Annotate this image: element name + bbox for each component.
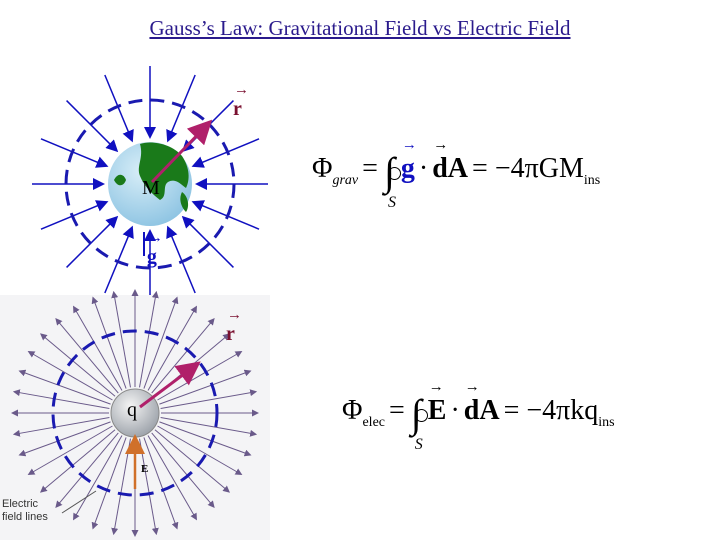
electric-field-line: [157, 425, 243, 475]
electric-field-line: [91, 437, 127, 530]
rhs-expression: = −4πGM: [472, 153, 584, 184]
radius-vector-electric: [139, 361, 201, 409]
electric-field-line: [55, 318, 119, 394]
g-label: g: [147, 230, 163, 269]
equals-sign: =: [389, 395, 405, 426]
gauss-surface-electric: [51, 329, 219, 497]
electric-field-line: [151, 432, 215, 508]
electric-field-line: [139, 290, 159, 388]
surface-label: S: [387, 194, 396, 211]
phi-symbol: Φ: [342, 395, 363, 426]
electric-field-line: [91, 296, 127, 389]
phi-symbol: Φ: [312, 153, 333, 184]
electric-field-line: [55, 432, 119, 508]
electric-field-line: [159, 421, 252, 457]
equals-sign: =: [362, 153, 378, 184]
electric-field-line: [12, 417, 110, 437]
electric-field-line: [147, 305, 198, 391]
electric-field-line: [151, 318, 215, 394]
dA-vector: dA: [432, 137, 468, 185]
electric-field-line: [111, 438, 131, 536]
E-vector-symbol: E: [428, 379, 447, 427]
radius-vector-gravity: [150, 119, 213, 184]
caption-pointer: [61, 490, 97, 514]
electric-field-line: [160, 389, 258, 409]
electric-field-line: [147, 435, 197, 521]
field-lines-caption: Electric field lines: [2, 498, 48, 524]
dot-operator: ·: [450, 395, 460, 426]
electric-field-line: [72, 305, 123, 391]
E-label: E: [141, 463, 149, 475]
gravity-field-line: [66, 100, 119, 153]
electric-field-line: [143, 437, 179, 530]
electric-equation: Φelec = ∫S E · dA = −4πkqins: [342, 379, 615, 453]
electric-field-line: [160, 417, 258, 437]
caption-line-1: Electric: [2, 498, 39, 510]
rhs-subscript: ins: [598, 415, 615, 430]
gauss-surface-gravity: [64, 98, 236, 270]
closed-integral-icon: ∫S: [383, 149, 401, 211]
dA-vector: dA: [464, 379, 500, 427]
electric-diagram: q r E: [0, 289, 270, 540]
electric-field-line: [73, 435, 123, 521]
gravity-diagram: M r g: [32, 60, 280, 302]
page-title: Gauss’s Law: Gravitational Field vs Elec…: [149, 16, 571, 40]
rhs-expression: = −4πkq: [503, 395, 599, 426]
caption-line-2: field lines: [2, 511, 48, 523]
g-vector-symbol: g: [401, 137, 417, 185]
electric-field-line: [139, 438, 159, 536]
mass-label: M: [142, 177, 160, 199]
gravity-equation: Φgrav = ∫S g · dA = −4πGMins: [312, 137, 601, 211]
dot-operator: ·: [418, 153, 429, 184]
electric-field-line: [159, 369, 252, 405]
electric-field-line: [27, 425, 113, 476]
charge-label: q: [127, 399, 137, 421]
closed-integral-icon: ∫S: [410, 391, 428, 453]
electric-field-line: [40, 429, 116, 493]
electric-field-line: [12, 389, 110, 409]
electric-field-line: [18, 421, 111, 457]
phi-subscript: grav: [332, 173, 359, 188]
gravity-field-line: [66, 215, 119, 268]
gravity-field-svg: [32, 66, 268, 302]
electric-field-svg: [0, 289, 270, 540]
electric-field-line: [154, 429, 230, 493]
r-label-electric: r: [226, 307, 242, 346]
surface-label: S: [414, 436, 423, 453]
r-label-gravity: r: [233, 82, 249, 121]
electric-field-line: [111, 290, 131, 388]
electric-field-lines: [11, 289, 259, 537]
electric-field-line: [18, 369, 111, 405]
electric-field-line: [143, 296, 179, 389]
gravity-field-line: [181, 215, 234, 268]
phi-subscript: elec: [362, 415, 385, 430]
electric-field-line: [40, 333, 116, 397]
electric-field-line: [27, 350, 113, 401]
rhs-subscript: ins: [583, 173, 601, 188]
